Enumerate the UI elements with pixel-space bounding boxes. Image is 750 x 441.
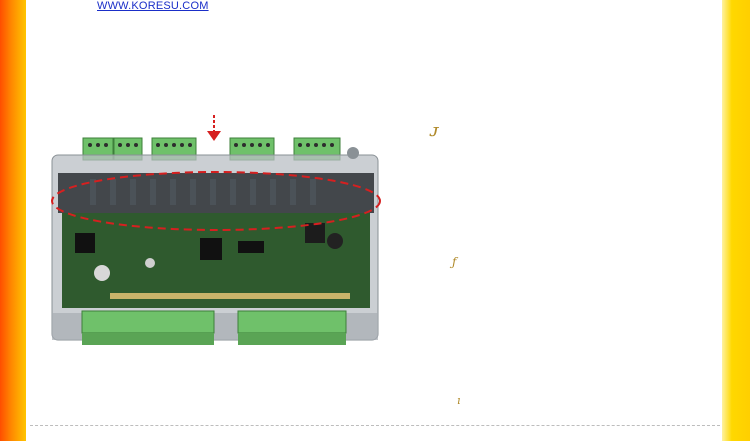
left-gradient-bar — [0, 0, 26, 441]
decorative-glyph-1: ᴊ — [430, 120, 439, 141]
highlight-ellipse — [51, 171, 381, 231]
decorative-glyph-3: ı — [457, 394, 461, 407]
right-gradient-bar — [722, 0, 750, 441]
plc-board-illustration — [51, 115, 381, 345]
down-arrow-indicator — [207, 115, 221, 141]
bottom-dashed-divider — [30, 425, 720, 426]
decorative-glyph-2: ƒ — [452, 255, 457, 269]
bottom-terminal-blocks — [81, 310, 347, 345]
plc-board-photo — [50, 113, 385, 353]
website-link[interactable]: WWW.KORESU.COM — [97, 0, 209, 12]
